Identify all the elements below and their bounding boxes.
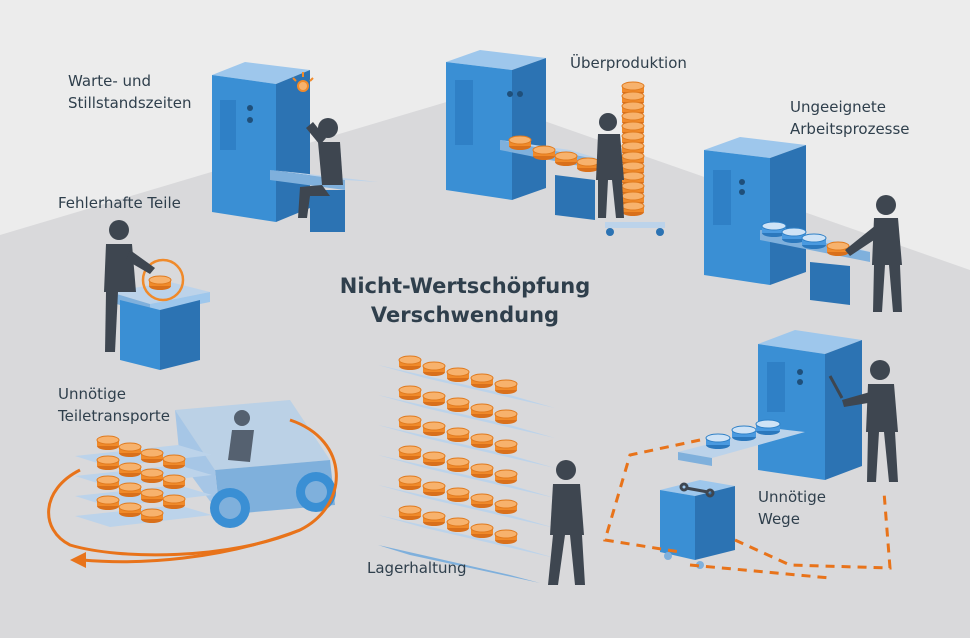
diagram-title: Nicht-Wertschöpfung Verschwendung [300, 272, 630, 330]
unnecessary-paths-dashed [603, 438, 892, 580]
warning-light-icon [292, 72, 314, 92]
worker-defect [104, 220, 155, 352]
label-arbeitsprozesse: Ungeeignete Arbeitsprozesse [790, 96, 910, 140]
label-wege: Unnötige Wege [758, 486, 826, 530]
label-lager: Lagerhaltung [367, 559, 467, 577]
machine-processes [704, 137, 870, 305]
machine-paths [678, 330, 862, 480]
machine-waiting [212, 62, 378, 232]
machine-overproduction [446, 50, 665, 236]
title-line-1: Nicht-Wertschöpfung [339, 274, 591, 298]
worker-waiting [298, 118, 343, 218]
label-transporte: Unnötige Teiletransporte [58, 383, 170, 427]
label-arbeitsprozesse-line-1: Ungeeignete [790, 98, 886, 116]
label-arbeitsprozesse-line-2: Arbeitsprozesse [790, 120, 910, 138]
label-warte-line-2: Stillstandszeiten [68, 94, 192, 112]
label-wege-line-1: Unnötige [758, 488, 826, 506]
defect-highlight-icon [141, 258, 185, 302]
wrench-icon [679, 482, 715, 498]
label-ueberproduktion: Überproduktion [570, 54, 687, 72]
label-warte: Warte- und Stillstandszeiten [68, 70, 192, 114]
label-fehlerhafte: Fehlerhafte Teile [58, 194, 181, 212]
worker-storage [548, 460, 585, 585]
worker-paths [842, 360, 898, 482]
label-transporte-line-2: Teiletransporte [58, 407, 170, 425]
worker-overproduction [596, 113, 624, 218]
label-transporte-line-1: Unnötige [58, 385, 126, 403]
forklift-driver [228, 410, 254, 462]
label-warte-line-1: Warte- und [68, 72, 152, 90]
defect-station [110, 258, 210, 370]
wrench-in-hand-icon [828, 375, 844, 399]
transport-loop-arrow-icon [47, 418, 338, 568]
label-wege-line-2: Wege [758, 510, 800, 528]
forklift-pallet [75, 435, 212, 527]
worker-processes [845, 195, 902, 312]
title-line-2: Verschwendung [370, 303, 560, 327]
tool-cart [660, 480, 735, 569]
storage-rack [378, 355, 555, 583]
